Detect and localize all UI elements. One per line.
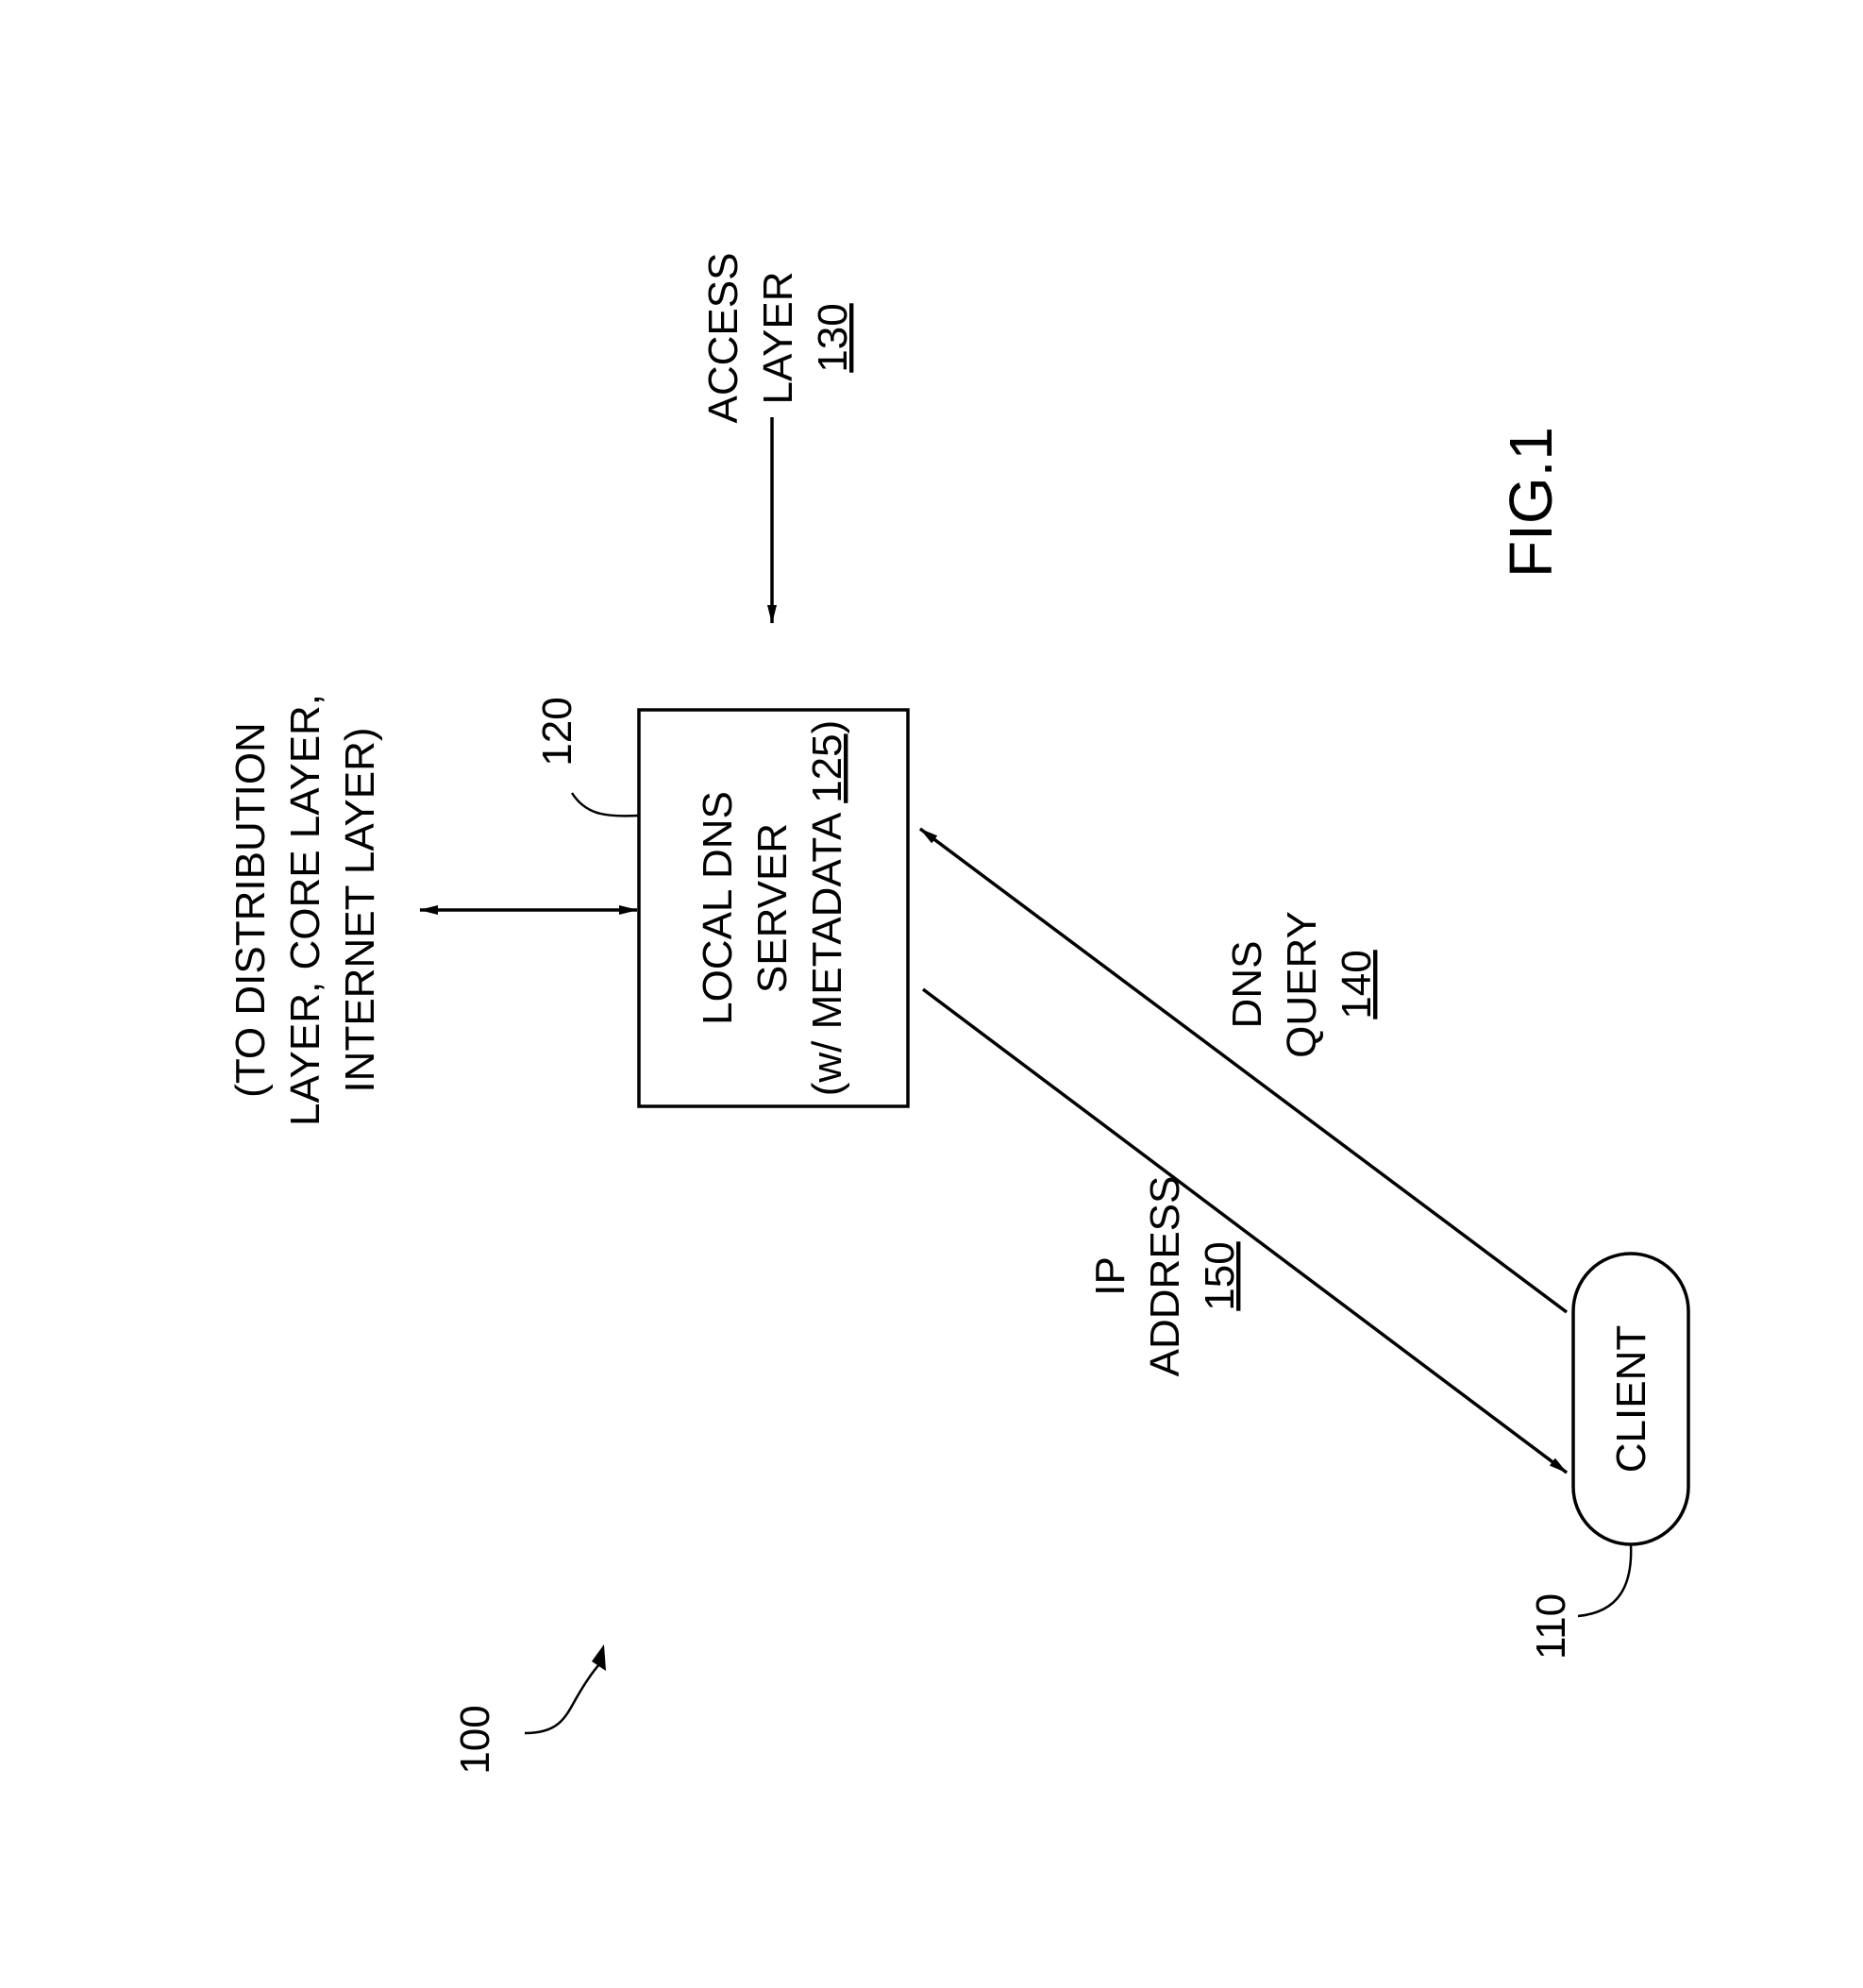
client-node: CLIENT <box>1573 1254 1688 1544</box>
access-layer-ref: 130 <box>810 303 856 372</box>
local-dns-server-box: LOCAL DNS SERVER (w/ METADATA 125) <box>639 710 908 1106</box>
server-label-line2: SERVER <box>749 823 796 993</box>
dns-query-arrow <box>920 829 1567 1312</box>
client-label: CLIENT <box>1608 1325 1654 1473</box>
upstream-label: (TO DISTRIBUTION LAYER, CORE LAYER, INTE… <box>227 694 383 1126</box>
metadata-ref: 125 <box>804 733 850 802</box>
system-ref-leader <box>525 1663 600 1733</box>
dns-query-ref: 140 <box>1334 950 1380 1019</box>
dns-query-line2: QUERY <box>1279 911 1325 1058</box>
server-label-line3-suffix: ) <box>804 720 850 734</box>
upstream-label-line2: LAYER, CORE LAYER, <box>282 694 328 1126</box>
system-ref-arrowhead <box>592 1644 606 1671</box>
server-label-line3: (w/ METADATA 125) <box>804 720 850 1097</box>
ip-address-line1: IP <box>1087 1256 1133 1296</box>
access-layer-line1: ACCESS <box>700 253 747 424</box>
access-layer-label: ACCESS LAYER 130 <box>700 253 856 424</box>
dns-query-line1: DNS <box>1224 941 1270 1029</box>
ip-address-arrow <box>923 989 1567 1473</box>
server-label-line3-prefix: (w/ METADATA <box>804 803 850 1096</box>
server-label-line1: LOCAL DNS <box>695 791 741 1025</box>
ip-address-ref: 150 <box>1197 1241 1243 1310</box>
access-layer-line2: LAYER <box>755 271 801 404</box>
client-ref-leader <box>1578 1544 1631 1616</box>
server-ref-leader <box>572 793 638 816</box>
dns-query-label: DNS QUERY 140 <box>1224 911 1380 1058</box>
figure-title: FIG.1 <box>1497 427 1565 578</box>
ip-address-label: IP ADDRESS 150 <box>1087 1176 1243 1377</box>
server-ref: 120 <box>534 697 580 766</box>
client-ref: 110 <box>1528 1593 1574 1659</box>
ip-address-line2: ADDRESS <box>1142 1176 1188 1377</box>
upstream-label-line3: INTERNET LAYER) <box>337 727 383 1092</box>
system-ref: 100 <box>452 1705 498 1774</box>
upstream-label-line1: (TO DISTRIBUTION <box>227 722 274 1098</box>
